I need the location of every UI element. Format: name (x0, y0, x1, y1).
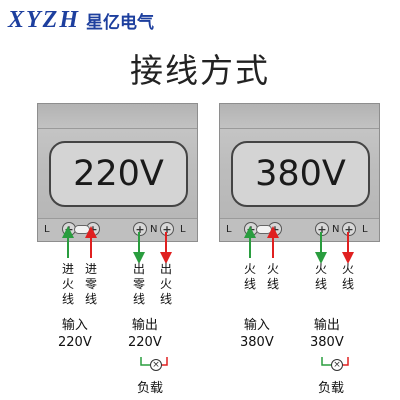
wire-label-live-in: 火线 (266, 262, 279, 291)
load-label: 负载 (137, 381, 164, 396)
load-wire (343, 357, 349, 366)
voltage-display: 220V (49, 141, 188, 207)
wire-label-live-in: 火线 (243, 262, 256, 291)
terminal-label-n: N (332, 224, 340, 235)
brand-name: 星亿电气 (86, 12, 154, 33)
device-top-rail (38, 104, 197, 129)
device-220v: 220V L + N + + N + L (37, 103, 198, 242)
terminal-strip: L + N + + N + L (220, 218, 379, 241)
input-label: 输入 220V (58, 318, 92, 350)
wire-label-live-out: 火线 (314, 262, 327, 291)
load-label: 负载 (318, 381, 345, 396)
terminal-screw-icon: + (160, 222, 174, 236)
load-wire (162, 357, 168, 366)
terminal-label-l: L (180, 224, 186, 235)
terminal-label-n: N (150, 224, 158, 235)
load-wire (140, 357, 150, 366)
voltage-display: 380V (231, 141, 370, 207)
load-wire (321, 357, 331, 366)
wire-label-neutral-in: 进零线 (84, 262, 97, 306)
terminal-strip: L + N + + N + L (38, 218, 197, 241)
wire-label-live-out: 火线 (341, 262, 354, 291)
terminal-label-l: L (44, 224, 50, 235)
lamp-icon: × (331, 359, 343, 371)
brand-logo: XYZH (8, 6, 80, 33)
input-label: 输入 380V (240, 318, 274, 350)
device-380v: 380V L + N + + N + L (219, 103, 380, 242)
wire-label-live-out: 出火线 (159, 262, 172, 306)
lamp-icon: × (150, 359, 162, 371)
page-title: 接线方式 (130, 51, 270, 90)
device-top-rail (220, 104, 379, 129)
wire-label-live-in: 进火线 (61, 262, 74, 306)
wire-label-neutral-out: 出零线 (132, 262, 145, 306)
terminal-label-l: L (226, 224, 232, 235)
brand-header: XYZH 星亿电气 (8, 5, 154, 35)
terminal-label-l: L (362, 224, 368, 235)
output-label: 输出 220V (128, 318, 162, 350)
output-label: 输出 380V (310, 318, 344, 350)
